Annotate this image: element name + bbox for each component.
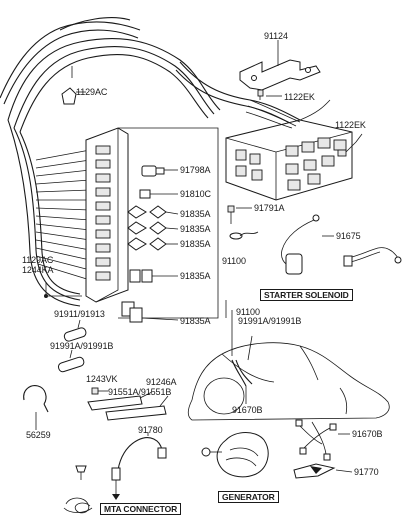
label-91810c: 91810C <box>180 189 211 199</box>
label-91246a: 91246A <box>146 377 177 387</box>
bolt-91791a <box>227 205 259 240</box>
label-91991-left: 91991A/91991B <box>50 341 114 351</box>
generator <box>201 432 269 478</box>
label-91100-b: 91100 <box>236 307 260 317</box>
label-91835a-1: 91835A <box>180 209 211 219</box>
bottom-left-fasteners <box>63 465 93 514</box>
label-56259: 56259 <box>26 430 51 440</box>
screw-1244ka <box>44 282 82 298</box>
screw-1243vk <box>91 387 108 395</box>
grommets-91911 <box>63 319 87 342</box>
label-91835a-4: 91835A <box>180 271 211 281</box>
label-91670b-center: 91670B <box>232 405 263 415</box>
bracket-91124 <box>239 40 321 91</box>
starter-cable <box>343 247 402 267</box>
cable-91780 <box>111 432 167 500</box>
fusebox-wire-bundle <box>35 149 91 281</box>
bracket-91551 <box>87 391 169 421</box>
screw-1122ek-top <box>257 89 282 100</box>
label-91780: 91780 <box>138 425 163 435</box>
label-1244ka: 1244KA <box>22 265 54 275</box>
screw-1122ek-right <box>337 133 363 157</box>
label-91100-a: 91100 <box>222 256 246 266</box>
label-1122ek-a: 1122EK <box>284 92 315 102</box>
label-91991-right: 91991A/91991B <box>238 316 302 326</box>
connector-91770 <box>293 463 353 479</box>
label-91124: 91124 <box>264 31 288 41</box>
label-1129ac-top: 1129AC <box>76 87 108 97</box>
fuse-slots <box>95 145 111 281</box>
fuse-leader-lines <box>141 169 179 321</box>
harness-91675 <box>281 214 334 275</box>
mta-connector-callout: MTA CONNECTOR <box>100 503 182 515</box>
tube-91991a-left <box>57 349 85 373</box>
clip-1129ac-top <box>61 66 86 105</box>
label-91835a-3: 91835A <box>180 239 211 249</box>
label-91675: 91675 <box>336 231 361 241</box>
generator-callout: GENERATOR <box>218 491 279 503</box>
hook-56259 <box>23 385 49 430</box>
fuse-box <box>85 127 129 303</box>
label-91911-91913: 91911/91913 <box>54 309 105 319</box>
junction-wires <box>245 99 331 129</box>
label-1122ek-b: 1122EK <box>335 120 366 130</box>
fuse-group-frame <box>118 127 219 319</box>
main-wiring-harness <box>0 17 301 307</box>
fuse-parts <box>121 165 167 323</box>
label-91798a: 91798A <box>180 165 211 175</box>
label-91835a-2: 91835A <box>180 224 211 234</box>
junction-block <box>225 119 353 201</box>
harness-91670b <box>295 419 350 461</box>
label-91835a-5: 91835A <box>180 316 211 326</box>
label-1243vk: 1243VK <box>86 374 118 384</box>
label-91551: 91551A/91551B <box>108 387 172 397</box>
label-1129ac-left: 1129AC <box>22 255 54 265</box>
starter-solenoid-callout: STARTER SOLENOID <box>260 289 353 301</box>
vehicle-outline <box>187 310 390 421</box>
label-91791a: 91791A <box>254 203 285 213</box>
label-91670b-right: 91670B <box>352 429 383 439</box>
label-91770: 91770 <box>354 467 379 477</box>
